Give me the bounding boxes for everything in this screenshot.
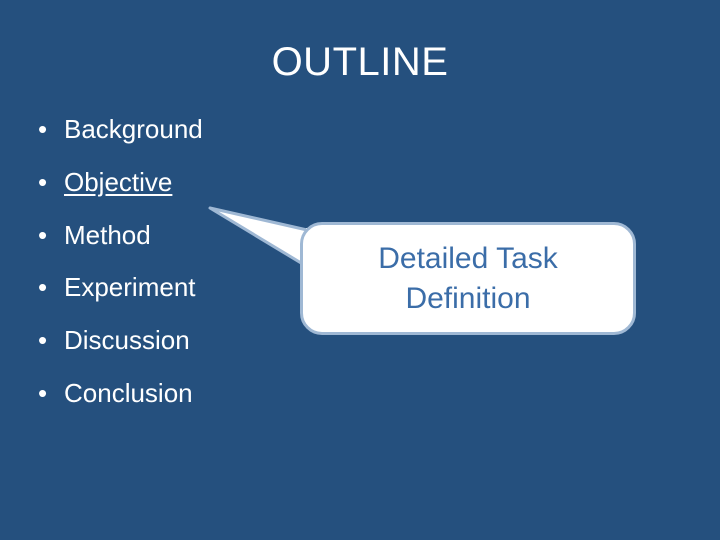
callout-line-1: Detailed Task — [378, 241, 558, 275]
bullet-dot-icon: • — [38, 325, 48, 356]
outline-bullet-list: • Background • Objective • Method • Expe… — [38, 113, 338, 430]
list-item-label: Experiment — [64, 272, 196, 303]
callout-line-2: Definition — [405, 281, 531, 315]
page-title: OUTLINE — [271, 40, 449, 84]
callout-text: Detailed Task Definition — [360, 239, 576, 318]
callout-bubble: Detailed Task Definition — [300, 222, 636, 335]
list-item: • Objective — [38, 166, 338, 200]
list-item: • Method — [38, 219, 338, 253]
list-item-label: Objective — [64, 166, 173, 197]
bullet-dot-icon: • — [38, 114, 48, 144]
list-item-label: Background — [64, 114, 203, 144]
bullet-dot-icon: • — [38, 166, 48, 197]
bullet-dot-icon: • — [38, 377, 48, 408]
list-item-label: Method — [64, 219, 151, 250]
list-item: • Background — [38, 113, 338, 147]
list-item-label: Discussion — [64, 325, 190, 356]
list-item-label: Conclusion — [64, 377, 193, 408]
list-item: • Conclusion — [38, 377, 338, 411]
bullet-dot-icon: • — [38, 272, 48, 303]
list-item: • Discussion — [38, 324, 338, 358]
bullet-dot-icon: • — [38, 219, 48, 250]
list-item: • Experiment — [38, 271, 338, 305]
